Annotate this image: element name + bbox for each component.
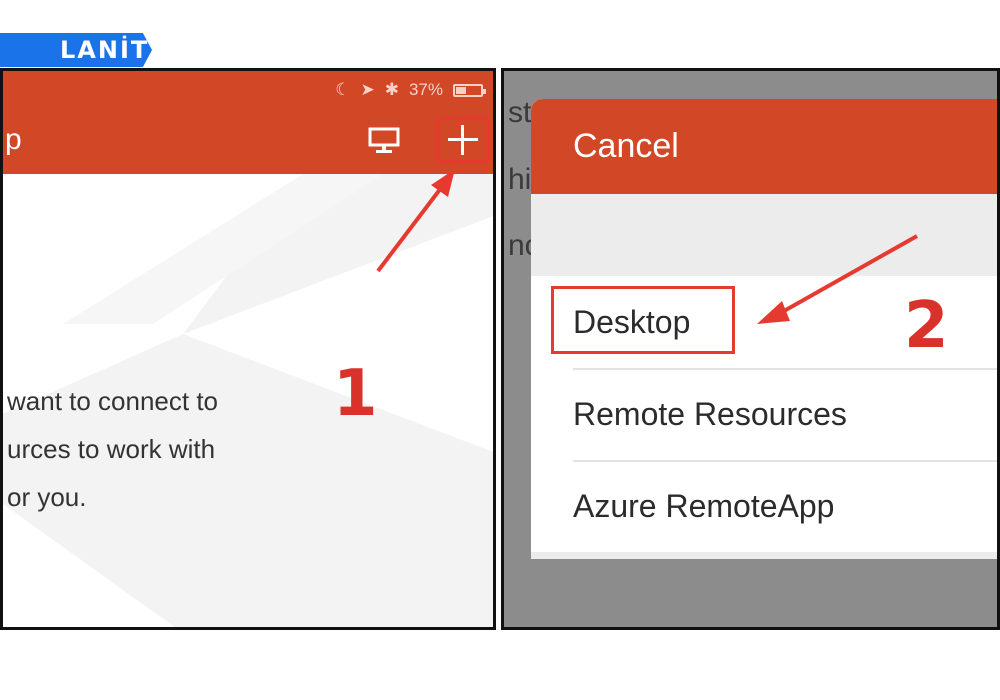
dimmed-text: st [508, 96, 532, 129]
cancel-button[interactable]: Cancel [573, 127, 679, 165]
battery-percent: 37% [408, 80, 443, 99]
location-icon: ➤ [360, 80, 375, 99]
add-button[interactable] [436, 117, 490, 163]
menu-item-desktop[interactable]: Desktop [531, 276, 997, 368]
status-bar: ☾ ➤ ✱ 37% [335, 77, 486, 103]
moon-icon: ☾ [335, 80, 351, 99]
menu-item-azure-remoteapp[interactable]: Azure RemoteApp [531, 460, 997, 552]
menu-item-label: Remote Resources [573, 395, 847, 432]
dimmed-text: hi [508, 163, 532, 196]
sheet-spacer [531, 194, 997, 276]
action-sheet: Cancel Desktop Remote Resources Azure Re… [531, 99, 997, 559]
menu-item-label: Desktop [573, 303, 691, 340]
action-sheet-header: Cancel [531, 99, 997, 194]
app-content: want to connect to urces to work with or… [3, 174, 493, 627]
step-number-1: 1 [333, 357, 378, 431]
app-screen-right: st hi nc Cancel Desktop Remote Resources… [501, 68, 1000, 630]
bluetooth-icon: ✱ [384, 80, 399, 99]
intro-line: want to connect to [7, 386, 219, 416]
intro-line: or you. [7, 482, 87, 512]
intro-text: want to connect to urces to work with or… [7, 377, 218, 521]
brand-logo: LANİT [0, 33, 152, 67]
app-header: ☾ ➤ ✱ 37% p [3, 71, 493, 174]
step-number-2: 2 [904, 289, 949, 363]
battery-icon [453, 83, 486, 97]
intro-line: urces to work with [7, 434, 216, 464]
highlight-box [551, 286, 735, 354]
plus-icon [448, 125, 478, 155]
menu-item-label: Azure RemoteApp [573, 487, 835, 524]
app-title: p [5, 123, 22, 156]
monitor-icon[interactable] [367, 126, 401, 154]
app-screen-left: ☾ ➤ ✱ 37% p want to connect to [0, 68, 496, 630]
menu-item-remote-resources[interactable]: Remote Resources [531, 368, 997, 460]
background-chevron [3, 174, 493, 627]
